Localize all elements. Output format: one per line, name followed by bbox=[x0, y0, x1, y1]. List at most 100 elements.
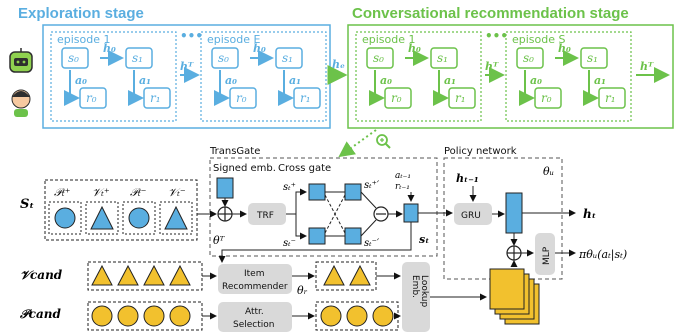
gate-minus-out bbox=[344, 227, 362, 245]
selected-items-box bbox=[315, 261, 377, 291]
hidden-label: h₀ bbox=[408, 42, 421, 55]
mlp-block bbox=[535, 233, 555, 275]
zoom-connector bbox=[338, 129, 377, 158]
user-icon bbox=[11, 89, 31, 117]
policy-output-label: πθᵤ(aₜ|sₜ) bbox=[578, 248, 627, 262]
item-recommender-line2: Recommender bbox=[222, 282, 288, 292]
hidden-state-vector bbox=[505, 192, 523, 234]
trf-block bbox=[248, 203, 286, 225]
signed-emb-label: Signed emb. bbox=[213, 163, 276, 174]
state-label: s₀ bbox=[218, 51, 229, 65]
Vt-plus-label: 𝒱ₜ⁺ bbox=[92, 186, 110, 199]
gate-plus-out bbox=[344, 183, 362, 201]
hT-label-conv: hᵀ bbox=[485, 60, 499, 73]
Vt-minus-label: 𝒱ₜ⁻ bbox=[168, 186, 186, 199]
item-node bbox=[90, 205, 114, 230]
reward-node bbox=[534, 87, 562, 109]
action-label: a₁ bbox=[444, 74, 456, 87]
state-node bbox=[61, 47, 89, 69]
cross-gate-label: Cross gate bbox=[278, 163, 331, 174]
reward-label: r₀ bbox=[86, 91, 97, 105]
attr-selection-line1: Attr. bbox=[245, 307, 264, 317]
gate-minus-in bbox=[308, 227, 326, 245]
st-label: sₜ bbox=[419, 233, 429, 246]
st-minus-prime-label: sₜ⁻′ bbox=[364, 238, 380, 249]
signed-embedding bbox=[216, 177, 234, 199]
state-label: s₁ bbox=[437, 51, 448, 65]
reward-node bbox=[229, 87, 257, 109]
emb-lookup-block bbox=[402, 262, 430, 332]
reward-label: r₁ bbox=[455, 91, 466, 105]
episode-label: episode S bbox=[512, 33, 566, 46]
state-label: s₁ bbox=[587, 51, 598, 65]
hT-out-label: hᵀ bbox=[640, 60, 654, 73]
action-arrow bbox=[214, 70, 230, 106]
st-plus-prime-label: sₜ⁺′ bbox=[364, 180, 380, 191]
trf-label: TRF bbox=[256, 211, 274, 221]
action-label: a₀ bbox=[75, 74, 87, 87]
action-arrow bbox=[519, 70, 535, 106]
state-label: s₀ bbox=[373, 51, 384, 65]
item-candidate bbox=[91, 264, 113, 286]
Vt-minus-cell bbox=[159, 201, 193, 235]
reward-node bbox=[143, 87, 171, 109]
exploration-episode-e: episode E s₀ r₀ a₀ h₀ s₁ r₁ a₁ bbox=[200, 31, 327, 122]
hidden-label: h₀ bbox=[253, 42, 266, 55]
reward-label: r₀ bbox=[236, 91, 247, 105]
selected-attribute bbox=[320, 305, 342, 327]
state-node bbox=[430, 47, 458, 69]
item-candidate bbox=[169, 264, 191, 286]
reward-node bbox=[79, 87, 107, 109]
state-node bbox=[580, 47, 608, 69]
conversational-episode-s: episode S s₀ r₀ a₀ h₀ s₁ r₁ a₁ bbox=[505, 31, 632, 122]
selected-item bbox=[349, 264, 371, 286]
exploration-episode-1: episode 1 s₀ r₀ a₀ h₀ s₁ r₁ a₁ bbox=[50, 31, 177, 122]
episode-box bbox=[50, 31, 177, 122]
reward-label: r₁ bbox=[300, 91, 311, 105]
state-label: s₁ bbox=[132, 51, 143, 65]
policy-network-title: Policy network bbox=[444, 146, 517, 157]
Pt-plus-cell bbox=[48, 201, 82, 235]
reward-node bbox=[448, 87, 476, 109]
action-arrow bbox=[278, 70, 294, 106]
state-node bbox=[516, 47, 544, 69]
reward-node bbox=[293, 87, 321, 109]
ellipsis-2: ••• bbox=[485, 29, 508, 43]
p-cand-label: 𝒫cand bbox=[19, 307, 61, 321]
gru-label: GRU bbox=[461, 211, 481, 221]
reward-label: r₁ bbox=[605, 91, 616, 105]
reward-label: r₀ bbox=[541, 91, 552, 105]
mlp-label: MLP bbox=[542, 246, 552, 265]
theta-r-label: θᵣ bbox=[297, 284, 308, 297]
conversational-stage-box bbox=[347, 24, 674, 129]
conversational-stage-title: Conversational recommendation stage bbox=[352, 5, 629, 22]
action-label: a₁ bbox=[289, 74, 301, 87]
transgate-title: TransGate bbox=[209, 146, 260, 157]
action-arrow bbox=[64, 70, 80, 106]
st-plus-label: sₜ⁺ bbox=[283, 182, 296, 193]
action-arrow bbox=[369, 70, 385, 106]
state-embedding bbox=[403, 203, 419, 223]
gate-plus-in bbox=[308, 183, 326, 201]
state-node bbox=[275, 47, 303, 69]
episode-box bbox=[505, 31, 632, 122]
selected-attribute bbox=[372, 305, 394, 327]
selected-item bbox=[323, 264, 345, 286]
he-label: hₑ bbox=[332, 58, 345, 71]
selected-attribute bbox=[346, 305, 368, 327]
theta-T-label: θᵀ bbox=[213, 234, 226, 247]
episode-box bbox=[200, 31, 327, 122]
action-label: a₀ bbox=[530, 74, 542, 87]
gru-block bbox=[454, 203, 492, 225]
exploration-stage-title: Exploration stage bbox=[18, 5, 144, 22]
reward-node bbox=[598, 87, 626, 109]
item-candidate bbox=[143, 264, 165, 286]
ht-label: hₜ bbox=[583, 207, 596, 221]
conversational-episode-1: episode 1 s₀ r₀ a₀ h₀ s₁ r₁ a₁ bbox=[355, 31, 482, 122]
action-label: a₁ bbox=[594, 74, 606, 87]
attr-selection-block bbox=[218, 302, 292, 332]
episode-box bbox=[355, 31, 482, 122]
emb-lookup-line1: Emb. bbox=[410, 275, 420, 298]
episode-label: episode E bbox=[207, 33, 261, 46]
